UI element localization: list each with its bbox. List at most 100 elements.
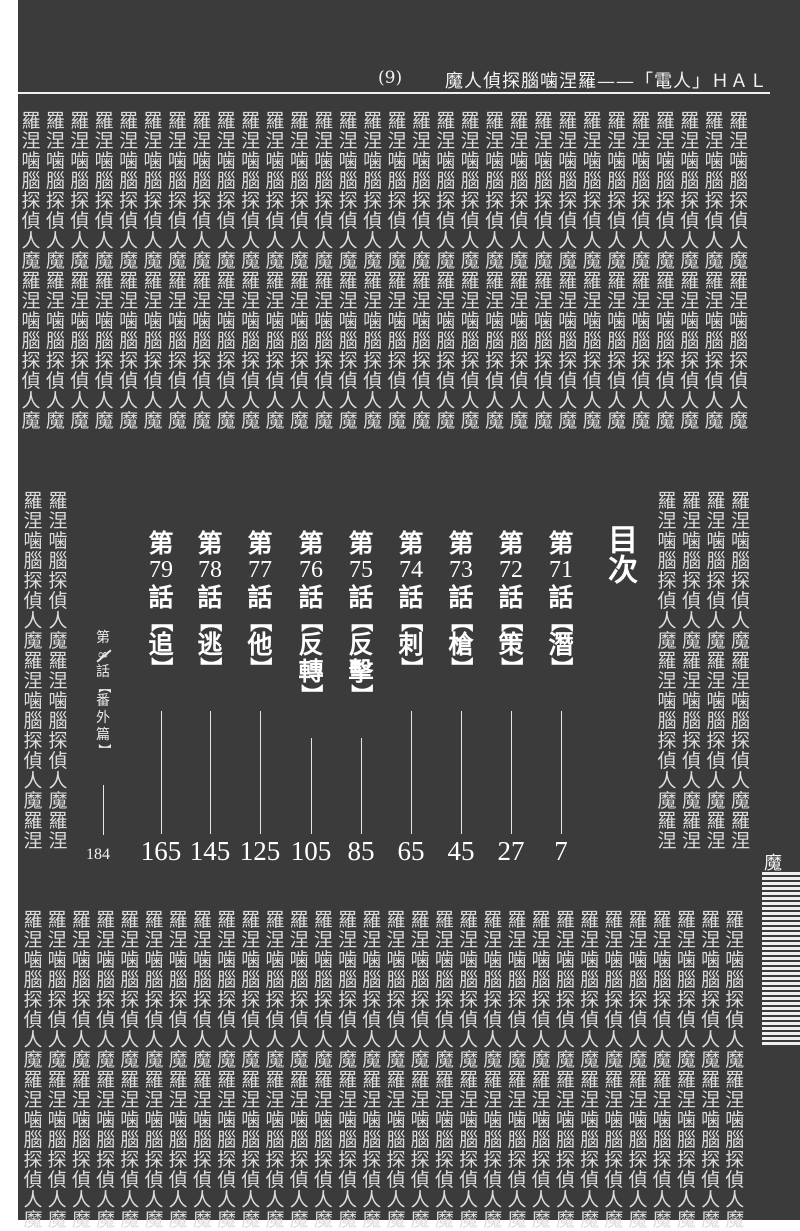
pattern-char: 魔: [23, 1209, 43, 1231]
pattern-char: 人: [289, 230, 309, 252]
pattern-char: 噛: [460, 310, 480, 332]
pattern-char: 腦: [555, 1129, 575, 1151]
pattern-char: 魔: [289, 410, 309, 432]
pattern-char: 涅: [313, 929, 333, 951]
pattern-char: 腦: [192, 969, 212, 991]
pattern-char: 魔: [289, 1049, 309, 1071]
pattern-char: 魔: [265, 1049, 285, 1071]
pattern-char: 羅: [168, 1069, 188, 1091]
pattern-char: 探: [168, 1149, 188, 1171]
pattern-char: 人: [192, 230, 212, 252]
pattern-char: 魔: [680, 410, 700, 432]
chapter-title-char: 轉: [298, 657, 324, 686]
pattern-char: 涅: [410, 1089, 430, 1111]
pattern-char: 魔: [652, 1049, 672, 1071]
pattern-char: 腦: [704, 170, 724, 192]
leader-line: [511, 711, 512, 834]
pattern-char: 噛: [730, 530, 750, 552]
pattern-char: 偵: [23, 750, 43, 772]
pattern-char: 人: [507, 1029, 527, 1051]
pattern-char: 人: [555, 1189, 575, 1211]
chapter-suffix: 話: [398, 583, 424, 612]
pattern-char: 涅: [338, 290, 358, 312]
pattern-char: 探: [655, 190, 675, 212]
pattern-char: 涅: [338, 1089, 358, 1111]
pattern-char: 腦: [47, 969, 67, 991]
pattern-char: 探: [531, 1149, 551, 1171]
pattern-char: 人: [70, 390, 90, 412]
pattern-char: 涅: [730, 830, 750, 852]
pattern-char: 偵: [314, 210, 334, 232]
pattern-char: 羅: [241, 270, 261, 292]
pattern-char: 人: [143, 230, 163, 252]
pattern-char: 腦: [363, 330, 383, 352]
pattern-char: 羅: [509, 270, 529, 292]
pattern-char: 偵: [706, 590, 726, 612]
pattern-char: 涅: [167, 130, 187, 152]
pattern-char: 羅: [657, 810, 677, 832]
pattern-char: 探: [555, 989, 575, 1011]
pattern-char: 偵: [729, 370, 749, 392]
pattern-char: 魔: [729, 410, 749, 432]
pattern-char: 魔: [265, 410, 285, 432]
pattern-char: 偵: [580, 1169, 600, 1191]
pattern-char: 涅: [386, 929, 406, 951]
pattern-char: 羅: [217, 1069, 237, 1091]
pattern-char: 噛: [628, 949, 648, 971]
pattern-char: 魔: [144, 1209, 164, 1231]
pattern-char: 羅: [23, 490, 43, 512]
pattern-char: 腦: [143, 330, 163, 352]
pattern-char: 探: [144, 989, 164, 1011]
leader-line: [411, 711, 412, 834]
pattern-column: 羅涅噛腦探偵人魔羅涅噛腦探偵人魔: [409, 910, 431, 1230]
pattern-char: 探: [631, 350, 651, 372]
pattern-char: 涅: [241, 290, 261, 312]
chapter-prefix: 第: [498, 529, 524, 558]
pattern-char: 偵: [582, 210, 602, 232]
pattern-char: 腦: [652, 969, 672, 991]
pattern-char: 噛: [507, 949, 527, 971]
pattern-char: 腦: [71, 969, 91, 991]
pattern-char: 涅: [652, 929, 672, 951]
pattern-char: 偵: [507, 1009, 527, 1031]
pattern-char: 噛: [387, 310, 407, 332]
pattern-char: 羅: [289, 110, 309, 132]
pattern-char: 噛: [23, 949, 43, 971]
pattern-char: 羅: [168, 909, 188, 931]
pattern-char: 腦: [120, 1129, 140, 1151]
pattern-char: 腦: [289, 170, 309, 192]
pattern-char: 腦: [216, 330, 236, 352]
pattern-char: 腦: [410, 1129, 430, 1151]
pattern-char: 探: [729, 190, 749, 212]
pattern-char: 偵: [652, 1169, 672, 1191]
extra-number: ∞: [92, 647, 114, 664]
pattern-char: 噛: [509, 310, 529, 332]
pattern-char: 探: [144, 1149, 164, 1171]
toc-extra-entry[interactable]: 第 ∞ 話 【 番外篇 】: [92, 630, 114, 757]
pattern-char: 人: [23, 1029, 43, 1051]
pattern-char: 魔: [23, 790, 43, 812]
pattern-char: 偵: [410, 1169, 430, 1191]
pattern-char: 人: [580, 1189, 600, 1211]
pattern-char: 腦: [483, 969, 503, 991]
pattern-char: 魔: [167, 250, 187, 272]
pattern-char: 噛: [265, 150, 285, 172]
pattern-char: 探: [143, 190, 163, 212]
pattern-char: 涅: [21, 130, 41, 152]
pattern-char: 探: [70, 190, 90, 212]
pattern-char: 噛: [411, 150, 431, 172]
pattern-char: 涅: [509, 290, 529, 312]
pattern-char: 羅: [555, 909, 575, 931]
pattern-char: 涅: [657, 830, 677, 852]
bracket-close: 】: [348, 683, 374, 706]
pattern-char: 腦: [509, 330, 529, 352]
